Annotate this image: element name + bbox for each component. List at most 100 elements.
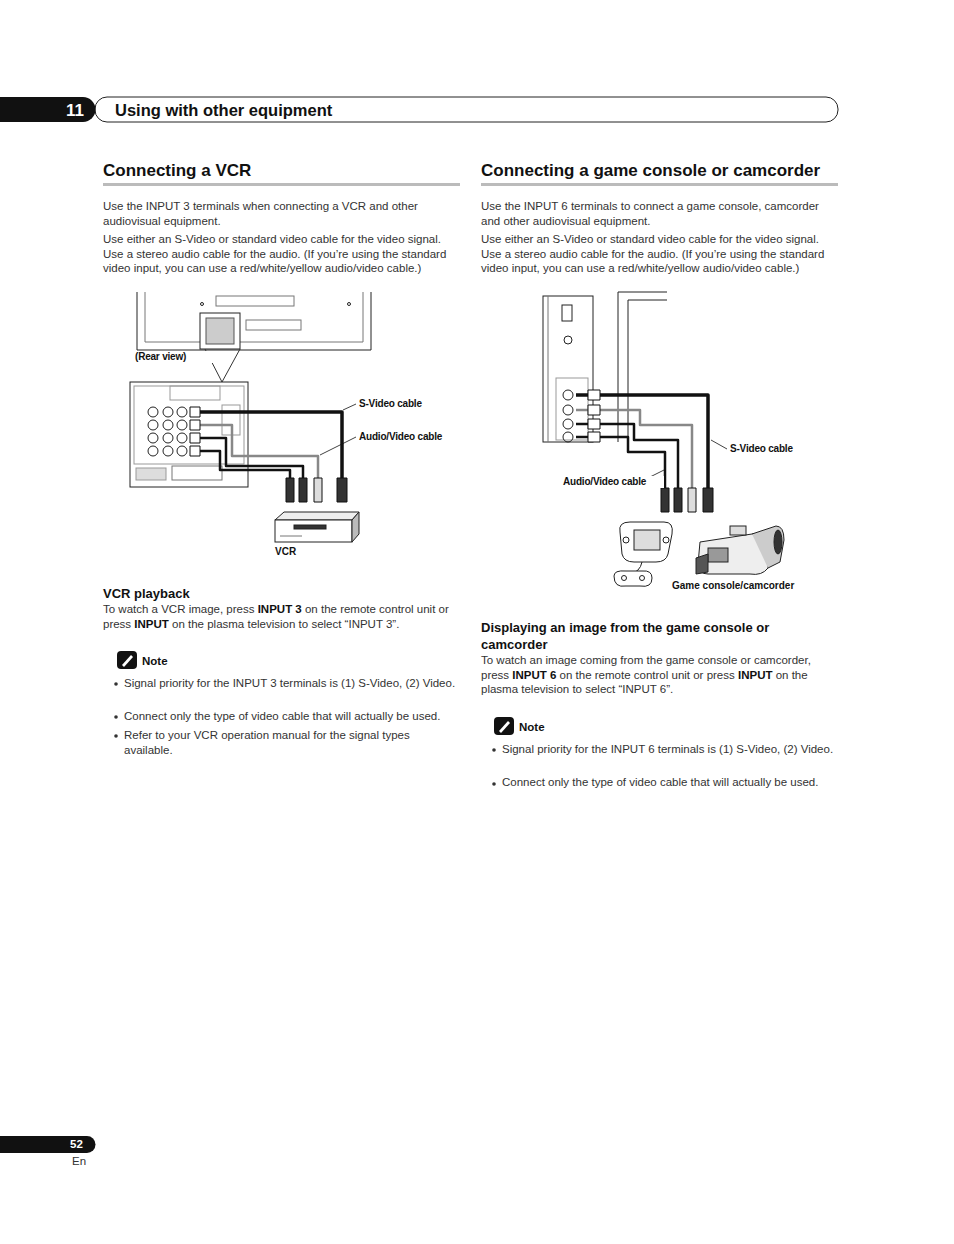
drawing-stroke [145, 292, 363, 342]
drawing-stroke [492, 782, 496, 786]
section-heading: Connecting a VCR [103, 161, 251, 180]
drawing-stroke [543, 296, 593, 442]
drawing-stroke [688, 488, 696, 512]
body-text-block: Use the INPUT 3 terminals when connectin… [103, 199, 460, 228]
drawing-stroke [481, 183, 838, 186]
right-cables [576, 390, 727, 512]
drawing-stroke [494, 717, 514, 735]
drawing-stroke [696, 554, 708, 574]
drawing-stroke [337, 478, 347, 502]
drawing-stroke [623, 537, 629, 543]
body-text-block: To watch a VCR image, press INPUT 3 on t… [103, 602, 460, 631]
body-text: Use either an S-Video or standard video … [481, 233, 824, 274]
drawing-stroke [163, 407, 173, 417]
drawing-stroke [196, 438, 303, 478]
body-text: To watch a VCR image, press [103, 603, 258, 615]
drawing-stroke [588, 390, 713, 512]
button-name: INPUT 6 [512, 669, 556, 681]
section-heading-block: Connecting a VCR [103, 161, 460, 181]
drawing-stroke [563, 390, 573, 400]
chapter-number-block: 11 [66, 101, 96, 121]
drawing-stroke [246, 320, 301, 330]
language-code-block: En [72, 1154, 96, 1169]
drawing-stroke [703, 488, 713, 512]
drawing-stroke [576, 395, 708, 488]
body-text-block: Use either an S-Video or standard video … [103, 232, 460, 276]
drawing-stroke [663, 537, 669, 543]
note-item-block: Connect only the type of video cable tha… [124, 709, 464, 724]
drawing-stroke [190, 407, 347, 502]
cable-label: Audio/Video cable [563, 476, 646, 487]
drawing-stroke [275, 520, 352, 542]
note-item-block: Connect only the type of video cable tha… [502, 775, 842, 790]
device-label: Game console/camcorder [672, 580, 794, 592]
tv-rear-view [137, 292, 371, 382]
drawing-stroke [618, 292, 667, 442]
drawing-stroke [640, 576, 645, 581]
button-name: INPUT [134, 618, 169, 630]
drawing-stroke [548, 296, 549, 442]
body-text-block: To watch an image coming from the game c… [481, 653, 838, 697]
drawing-stroke [196, 425, 318, 478]
drawing-stroke [170, 386, 220, 400]
note-item: Connect only the type of video cable tha… [502, 776, 818, 788]
body-text: Use the INPUT 6 terminals to connect a g… [481, 200, 819, 227]
button-name: INPUT 3 [258, 603, 302, 615]
drawing-stroke [711, 440, 727, 449]
drawing-stroke [95, 97, 838, 122]
note-icon [117, 651, 514, 735]
body-text: Use the INPUT 3 terminals when connectin… [103, 200, 418, 227]
body-text: Use either an S-Video or standard video … [103, 233, 446, 274]
cable-label-block: Audio/Video cable [358, 431, 460, 443]
left-cables [190, 404, 356, 502]
drawing-stroke [137, 292, 371, 350]
drawing-stroke [148, 433, 158, 443]
drawing-stroke [148, 446, 158, 456]
button-name: INPUT [738, 669, 773, 681]
drawing-stroke [177, 433, 187, 443]
note-item-block: Signal priority for the INPUT 3 terminal… [124, 676, 460, 691]
note-heading: Note [519, 721, 545, 733]
drawing-stroke [622, 576, 627, 581]
drawing-stroke [0, 1136, 96, 1153]
subheading-block: VCR playback [103, 585, 303, 602]
drawing-stroke [177, 407, 187, 417]
cable-label-block: S-Video cable [358, 398, 440, 410]
drawing-stroke [499, 721, 510, 733]
drawing-stroke [614, 571, 652, 586]
bullet-dots [114, 682, 496, 786]
drawing-stroke [563, 405, 573, 415]
drawing-stroke [492, 748, 496, 752]
note-heading: Note [142, 655, 168, 667]
drawing-stroke [114, 682, 118, 686]
subheading: VCR playback [103, 586, 190, 601]
note-heading-block: Note [142, 654, 202, 669]
drawing-stroke [280, 536, 302, 537]
language-code: En [72, 1155, 86, 1167]
body-text: on the remote control unit or press [556, 669, 738, 681]
drawing-stroke [588, 419, 600, 429]
drawing-stroke [163, 420, 173, 430]
drawing-stroke [588, 405, 600, 415]
drawing-stroke [201, 303, 204, 306]
drawing-stroke [708, 548, 728, 562]
page-header-title: Using with other equipment [115, 100, 332, 120]
chapter-number: 11 [66, 101, 84, 120]
drawing-stroke [148, 420, 158, 430]
cable-label-block: Audio/Video cable [562, 476, 664, 488]
drawing-stroke [314, 478, 322, 502]
drawing-stroke [588, 432, 600, 442]
body-text-block: Use either an S-Video or standard video … [481, 232, 838, 276]
drawing-stroke [148, 407, 158, 417]
subheading-block: Displaying an image from the game consol… [481, 619, 838, 653]
note-item: Signal priority for the INPUT 6 terminal… [502, 743, 833, 755]
drawing-stroke [177, 446, 187, 456]
drawing-stroke [620, 522, 673, 562]
drawing-stroke [190, 446, 200, 456]
drawing-stroke [136, 468, 166, 480]
body-text: on the plasma television to select “INPU… [169, 618, 400, 630]
drawing-stroke [190, 433, 200, 443]
drawing-stroke [117, 651, 137, 669]
game-console-camcorder: Game console/camcorder [612, 518, 798, 594]
drawing-stroke [163, 433, 173, 443]
